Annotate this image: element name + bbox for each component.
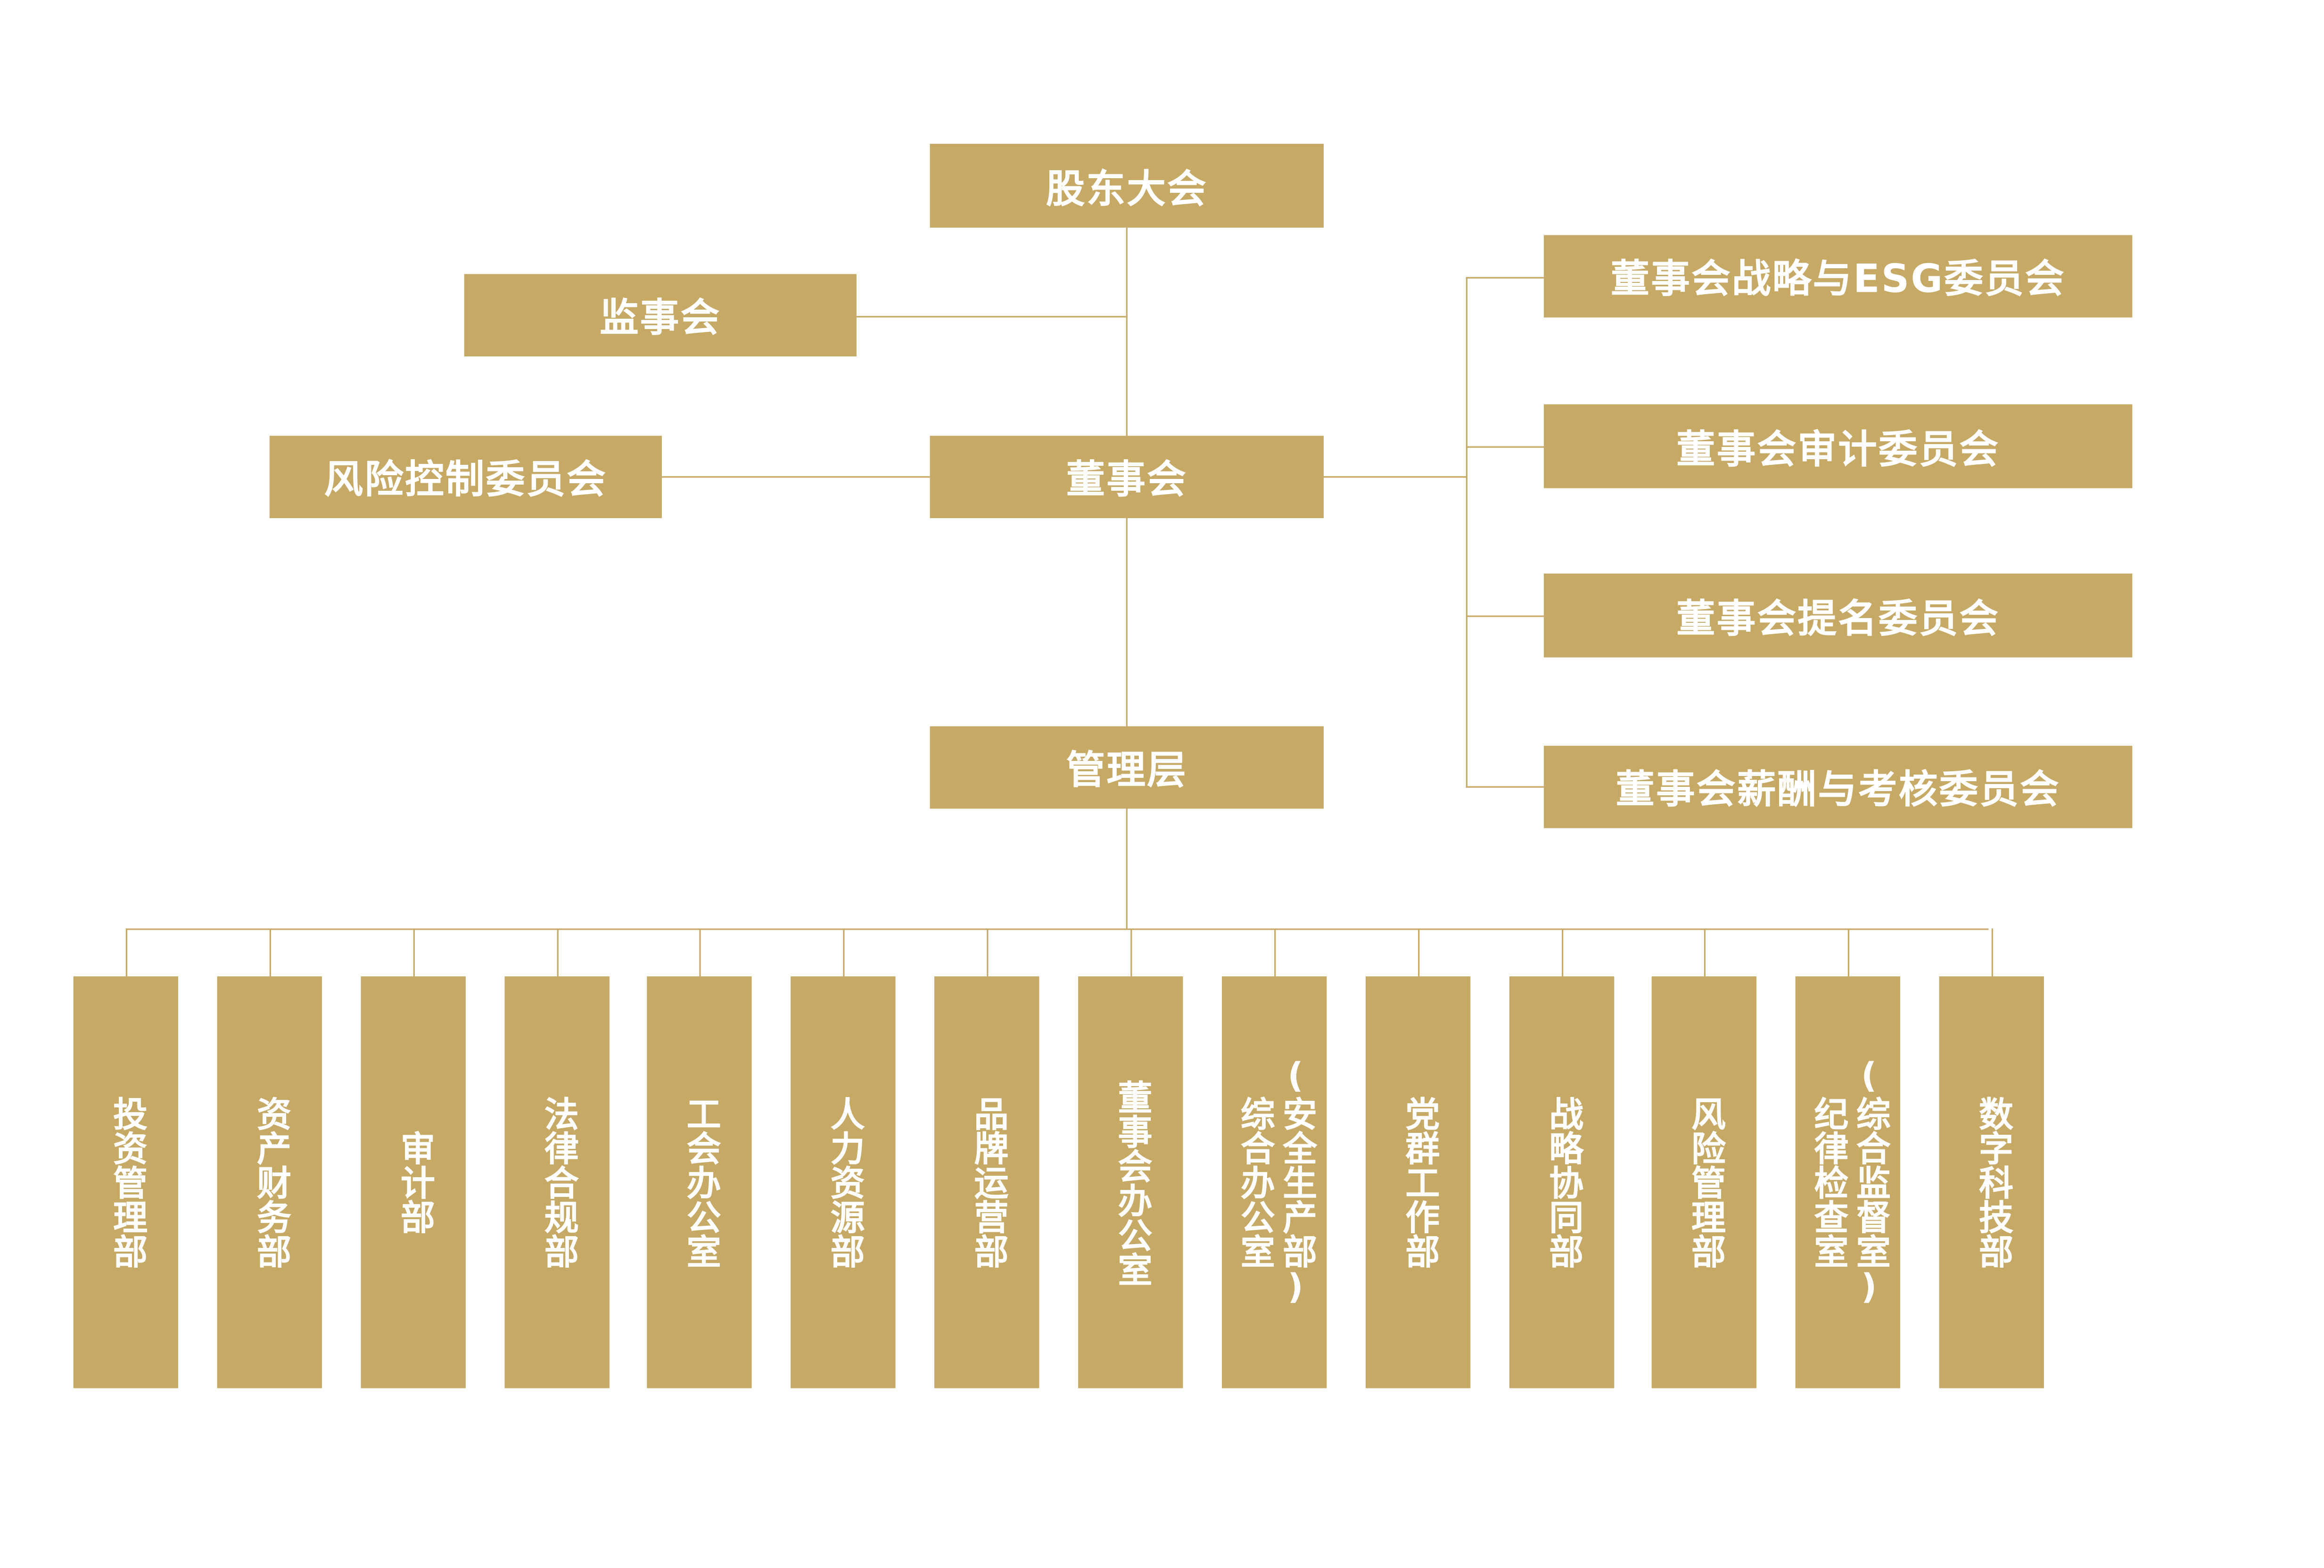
department-label: 投资管理部 [106, 1096, 146, 1269]
department-box: 战略协同部 [1509, 976, 1615, 1388]
connector [413, 928, 415, 977]
department-box: 纪律检查室(综合监督室) [1795, 976, 1900, 1388]
committee-nomination: 董事会提名委员会 [1543, 573, 2133, 658]
committee-compensation: 董事会薪酬与考核委员会 [1543, 745, 2133, 828]
department-label: (综合监督室) [1849, 1057, 1889, 1308]
department-box: 党群工作部 [1365, 976, 1471, 1388]
connector [1130, 928, 1133, 977]
connector [1847, 928, 1850, 977]
committee-audit: 董事会审计委员会 [1543, 404, 2133, 488]
connector [1466, 277, 1544, 279]
department-box: 数字科技部 [1939, 976, 2044, 1388]
connector [699, 928, 701, 977]
department-label: 综合办公室 [1234, 1096, 1273, 1269]
department-box: 人力资源部 [791, 976, 896, 1388]
connector [1324, 476, 1467, 478]
department-label: 工会办公室 [680, 1096, 719, 1269]
department-label: 风险管理部 [1684, 1096, 1724, 1269]
department-box: 审计部 [361, 976, 466, 1388]
department-box: 资产财务部 [217, 976, 322, 1388]
department-label: 人力资源部 [824, 1096, 863, 1269]
connector [856, 316, 1126, 318]
connector [1274, 928, 1276, 977]
department-label: 战略协同部 [1542, 1096, 1582, 1269]
committee-strategy-esg: 董事会战略与ESG委员会 [1543, 235, 2133, 318]
connector [843, 928, 845, 977]
connector [1466, 786, 1544, 788]
department-box: 品牌运营部 [934, 976, 1039, 1388]
department-box: 风险管理部 [1651, 976, 1757, 1388]
department-box: 投资管理部 [73, 976, 179, 1388]
connector [1466, 446, 1544, 448]
risk-control-committee-box: 风险控制委员会 [269, 436, 662, 519]
connector [125, 928, 128, 977]
department-label: 法律合规部 [537, 1096, 577, 1269]
connector [1466, 615, 1544, 618]
department-label: 资产财务部 [250, 1096, 289, 1269]
connector [125, 928, 1989, 931]
department-box: 董事会办公室 [1078, 976, 1183, 1388]
connector [1704, 928, 1706, 977]
board-of-directors-box: 董事会 [930, 436, 1324, 519]
department-label: 审计部 [394, 1131, 433, 1234]
department-label: 董事会办公室 [1111, 1079, 1150, 1286]
department-box: 法律合规部 [504, 976, 610, 1388]
connector [1126, 227, 1128, 929]
connector [1418, 928, 1420, 977]
department-label: 数字科技部 [1972, 1096, 2011, 1269]
connector [987, 928, 989, 977]
department-box: 工会办公室 [647, 976, 752, 1388]
connector [557, 928, 559, 977]
department-label: 品牌运营部 [967, 1096, 1006, 1269]
connector [269, 928, 272, 977]
department-label: 纪律检查室 [1807, 1096, 1846, 1269]
supervisory-board-box: 监事会 [464, 274, 857, 357]
connector [662, 476, 930, 478]
connector [1562, 928, 1564, 977]
connector [1991, 928, 1994, 977]
management-box: 管理层 [930, 726, 1324, 809]
department-box: 综合办公室(安全生产部) [1222, 976, 1327, 1388]
department-label: (安全生产部) [1276, 1057, 1315, 1308]
shareholders-meeting-box: 股东大会 [930, 143, 1324, 228]
connector [1466, 277, 1468, 788]
department-label: 党群工作部 [1399, 1096, 1438, 1269]
